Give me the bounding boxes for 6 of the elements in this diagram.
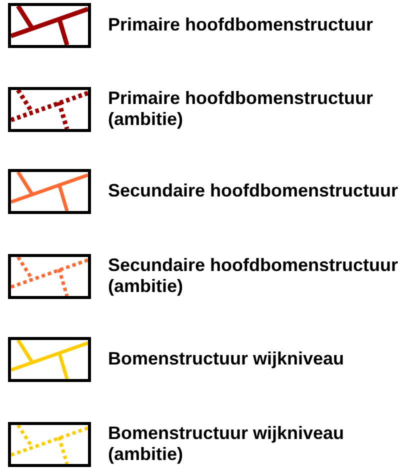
legend-label: Secundaire hoofdbomenstructuur (ambitie) [108, 255, 400, 297]
legend-label: Bomenstructuur wijkniveau (ambitie) [108, 423, 346, 465]
legend-label: Primaire hoofdbomenstructuur [108, 14, 374, 36]
legend-label: Bomenstructuur wijkniveau [108, 348, 346, 370]
legend-label: Secundaire hoofdbomenstructuur [108, 180, 400, 202]
legend-label: Primaire hoofdbomenstructuur (ambitie) [108, 88, 374, 130]
